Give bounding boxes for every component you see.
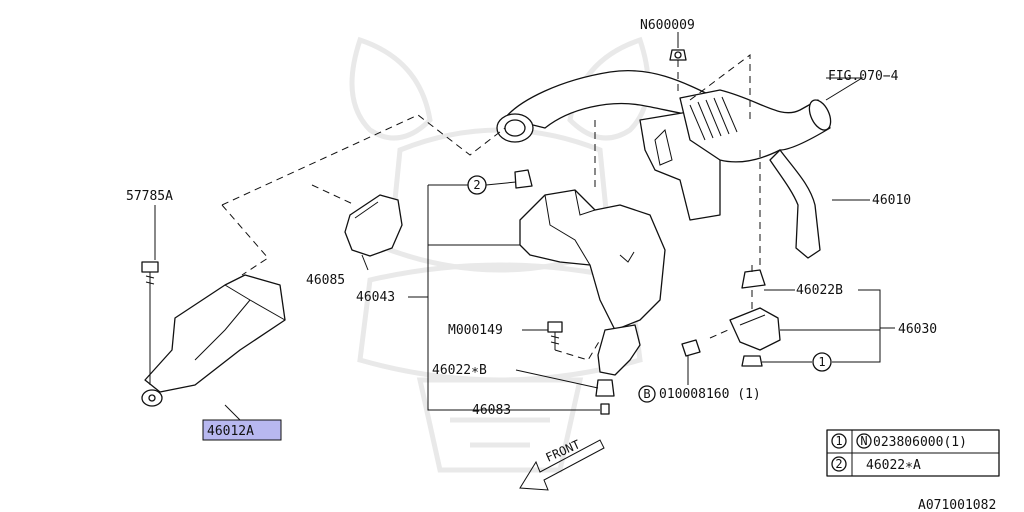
label-46022b-left[interactable]: 46022∗B — [432, 363, 487, 378]
label-fig070-4[interactable]: FIG.070−4 — [828, 69, 899, 84]
label-57785a[interactable]: 57785A — [126, 189, 173, 204]
label-46022b-right[interactable]: 46022B — [796, 283, 843, 298]
svg-text:N: N — [860, 434, 867, 448]
callout-1-right: 1 — [812, 352, 832, 372]
svg-text:1: 1 — [818, 355, 825, 369]
label-46012a[interactable]: 46012A — [207, 424, 254, 439]
label-m000149[interactable]: M000149 — [448, 323, 503, 338]
svg-text:2: 2 — [473, 178, 480, 192]
leader-lines — [149, 32, 895, 421]
bolt-57785a[interactable] — [141, 261, 159, 290]
nut-023806000[interactable] — [741, 355, 763, 367]
resonator-46043[interactable] — [519, 189, 666, 376]
fastener-n600009[interactable] — [669, 49, 687, 61]
bolt-010008160[interactable] — [681, 339, 701, 357]
assembly-dashed-lines — [221, 54, 761, 361]
diagram-id: A071001082 — [918, 498, 996, 512]
legend-text-1: 023806000(1) — [873, 435, 967, 450]
label-46083[interactable]: 46083 — [472, 403, 511, 418]
legend-row-2: 2 46022∗A — [831, 456, 921, 473]
intake-46012a[interactable] — [141, 274, 286, 407]
grommet-46022a[interactable] — [514, 169, 533, 189]
label-46085[interactable]: 46085 — [306, 273, 345, 288]
svg-text:1: 1 — [835, 434, 842, 448]
label-46043[interactable]: 46043 — [356, 290, 395, 305]
svg-text:2: 2 — [835, 457, 842, 471]
mount-46022b-right[interactable] — [741, 265, 766, 289]
legend-box: 1 N 023806000(1) 2 46022∗A — [826, 429, 1000, 477]
callout-b: B — [638, 385, 656, 403]
legend-text-2: 46022∗A — [866, 458, 921, 473]
label-46012a-highlight[interactable]: 46012A — [202, 419, 282, 441]
bolt-m000149[interactable] — [547, 321, 563, 350]
label-46010[interactable]: 46010 — [872, 193, 911, 208]
hose-46010[interactable] — [679, 89, 835, 259]
label-n600009[interactable]: N600009 — [640, 18, 695, 33]
label-010008160[interactable]: 010008160 (1) — [659, 387, 761, 402]
legend-row-1: 1 N 023806000(1) — [831, 433, 967, 450]
mount-46022b-left[interactable] — [595, 379, 615, 415]
label-46030[interactable]: 46030 — [898, 322, 937, 337]
svg-text:B: B — [643, 387, 650, 401]
cover-46085[interactable] — [344, 194, 403, 257]
callout-2-top: 2 — [467, 175, 487, 195]
bracket-46030[interactable] — [729, 307, 781, 351]
